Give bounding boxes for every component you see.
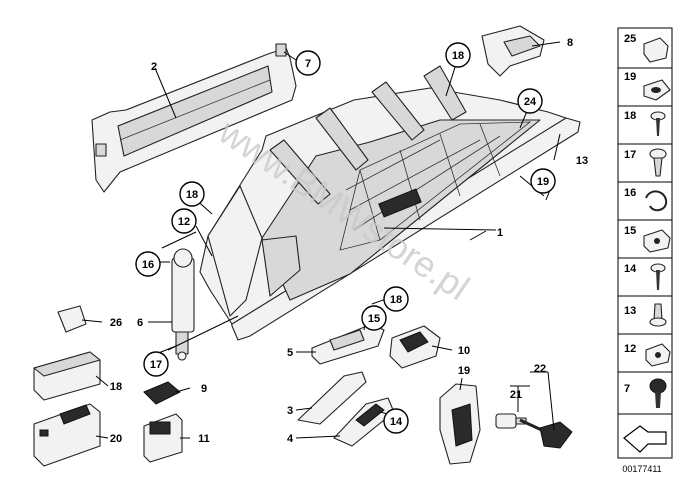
callout-20: 18 [110, 381, 122, 393]
callout-23: 21 [510, 389, 522, 401]
screw-icon [650, 263, 666, 290]
sidebar-label-12: 12 [624, 343, 636, 355]
clip-icon [643, 37, 669, 63]
rivet-icon [649, 303, 667, 327]
part-damper [171, 248, 195, 361]
callout-6: 6 [137, 317, 143, 329]
callout-5: 5 [287, 347, 293, 359]
part-socket [143, 413, 183, 463]
spring-clip-icon [645, 190, 668, 212]
part-cover-cap [481, 25, 545, 77]
grommet-icon [643, 79, 671, 101]
part-rear-panel [91, 43, 297, 193]
sidebar-label-17: 17 [624, 149, 636, 161]
direction-arrow-icon [623, 425, 667, 453]
part-lock-mechanism [389, 325, 441, 369]
callout-14: 14 [390, 416, 403, 428]
callout-3: 3 [287, 405, 293, 417]
callout-12: 12 [178, 216, 190, 228]
screw-cap-icon [649, 378, 667, 408]
callout-13: 13 [576, 155, 588, 167]
fastener-sidebar: 25 19 18 17 16 15 [617, 27, 673, 459]
sidebar-label-18: 18 [624, 110, 636, 122]
part-glove-box-housing [199, 65, 581, 341]
part-handle [439, 383, 481, 465]
spring-nut-icon [645, 343, 671, 367]
callout-26: 26 [110, 317, 122, 329]
callout-15: 15 [368, 313, 380, 325]
sidebar-label-19: 19 [624, 71, 636, 83]
callout-9: 9 [201, 383, 207, 395]
callout-2: 2 [151, 61, 157, 73]
callout-18-left: 18 [186, 189, 198, 201]
part-switch-module-20 [33, 351, 101, 401]
callout-labels: 2 7 8 18 24 13 19 1 18 12 16 6 26 17 15 … [110, 37, 588, 445]
sidebar-label-16: 16 [624, 187, 636, 199]
callout-16: 16 [142, 259, 154, 271]
callout-21: 19 [458, 365, 470, 377]
part-bracket-5 [311, 323, 385, 365]
part-switch-module-22 [33, 403, 101, 467]
screw-icon [650, 111, 666, 136]
callout-1: 1 [497, 227, 503, 239]
spring-nut-icon [643, 229, 671, 253]
sidebar-label-14: 14 [624, 263, 637, 275]
callout-7: 7 [305, 58, 311, 70]
callout-22: 20 [110, 433, 122, 445]
callout-17: 17 [150, 359, 162, 371]
callout-11: 11 [198, 433, 210, 445]
part-small-cap [57, 305, 87, 333]
callout-18-mid: 18 [390, 294, 402, 306]
callout-10: 10 [458, 345, 470, 357]
diagram-number: 00177411 [622, 464, 661, 474]
callout-24: 22 [534, 363, 546, 375]
callout-18-top: 18 [452, 50, 464, 62]
part-latch-4 [333, 397, 395, 447]
callout-19: 19 [537, 176, 549, 188]
sidebar-label-15: 15 [624, 225, 636, 237]
sidebar-label-13: 13 [624, 305, 636, 317]
leader-lines [81, 41, 561, 439]
callout-8: 8 [567, 37, 573, 49]
sidebar-label-25: 25 [624, 33, 636, 45]
expanding-rivet-icon [649, 148, 667, 177]
callout-4: 4 [287, 433, 294, 445]
callout-25: 24 [524, 96, 537, 108]
part-latch-3 [297, 371, 367, 425]
sidebar-label-7: 7 [624, 383, 630, 395]
part-small-cover [143, 381, 181, 405]
part-key [519, 418, 573, 449]
